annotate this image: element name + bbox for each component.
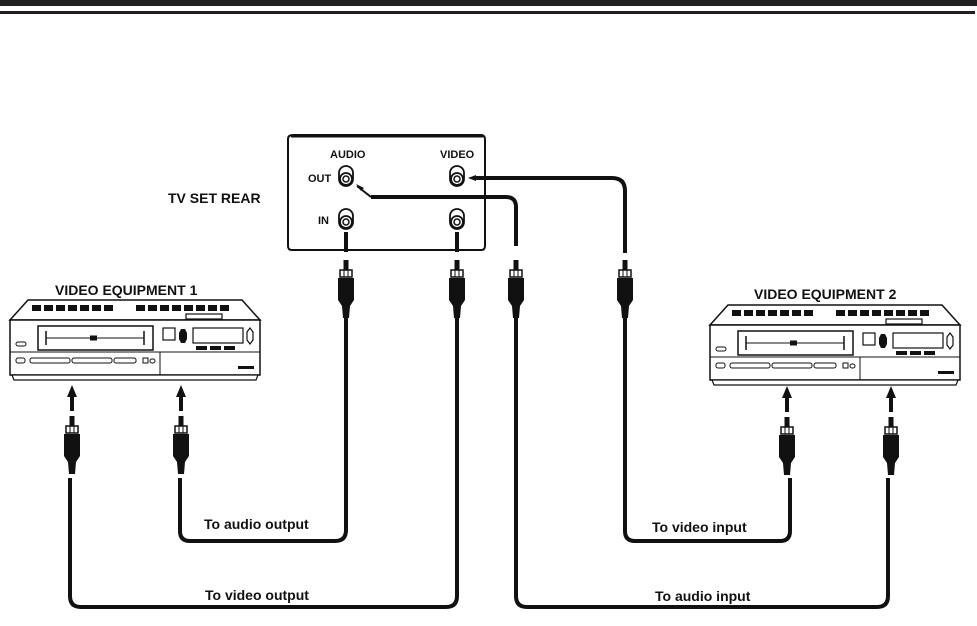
arrow-up-icon (176, 385, 186, 411)
video-equipment-2-label: VIDEO EQUIPMENT 2 (754, 286, 897, 302)
rca-plug (338, 260, 354, 318)
arrow-up-icon (782, 386, 792, 412)
rca-plug (779, 417, 795, 475)
video-equipment-1 (10, 300, 260, 380)
label-to-video-input: To video input (652, 519, 747, 535)
arrow-up-icon (886, 386, 896, 412)
header-rule-thin (0, 11, 975, 14)
video-out-jack[interactable] (450, 166, 464, 186)
video-in-jack[interactable] (450, 209, 464, 229)
rca-plug (617, 260, 633, 318)
rca-plug (173, 416, 189, 474)
rca-plug (883, 417, 899, 475)
audio-in-jack[interactable] (339, 209, 353, 229)
video-equipment-1-label: VIDEO EQUIPMENT 1 (55, 282, 198, 298)
video-equipment-2 (710, 305, 960, 385)
label-to-video-output: To video output (205, 587, 309, 603)
header-rule-thick (0, 0, 977, 6)
arrow-up-icon (67, 385, 77, 411)
audio-out-jack[interactable] (339, 166, 353, 186)
tv-set-rear-label: TV SET REAR (168, 190, 261, 206)
cable-video-out (476, 178, 625, 253)
label-to-audio-input: To audio input (655, 588, 751, 604)
tv-audio-header: AUDIO (330, 149, 366, 161)
rca-plug (449, 260, 465, 318)
rca-plug (508, 260, 524, 318)
tv-out-label: OUT (308, 173, 332, 185)
tv-in-label: IN (318, 215, 329, 227)
label-to-audio-output: To audio output (204, 516, 309, 532)
rca-plug (64, 416, 80, 474)
tv-video-header: VIDEO (440, 149, 475, 161)
